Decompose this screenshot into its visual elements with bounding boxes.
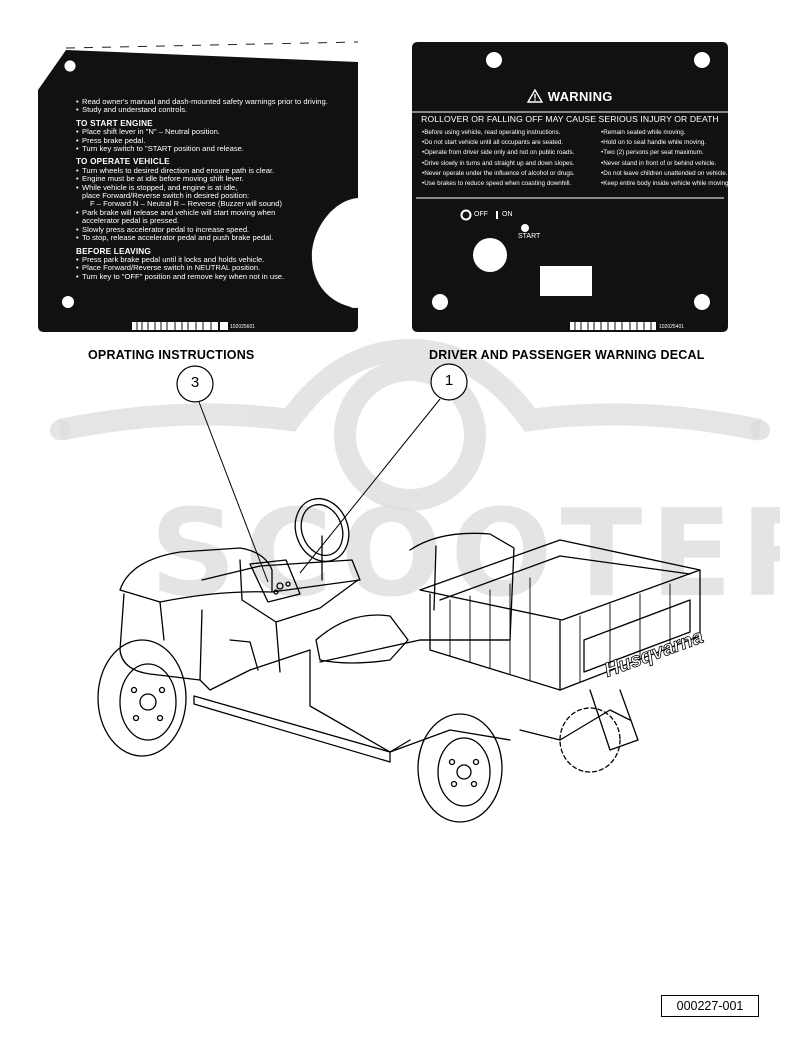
switch-label-on: ON — [502, 211, 513, 218]
warning-list-left: Before using vehicle, read operating ins… — [422, 128, 575, 189]
warning-item: Keep entire body inside vehicle while mo… — [601, 179, 730, 189]
svg-text:SCOOTER: SCOOTER — [150, 485, 780, 624]
warning-item: Operate from driver side only and not on… — [422, 148, 575, 158]
intro-line: Read owner's manual and dash-mounted saf… — [76, 97, 366, 106]
warning-item: Drive slowly in turns and straight up an… — [422, 159, 575, 169]
warning-item: Do not start vehicle until all occupants… — [422, 138, 575, 148]
warning-item: Remain seated while moving. — [601, 128, 730, 138]
warning-decal-caption: DRIVER AND PASSENGER WARNING DECAL — [429, 348, 705, 362]
operating-instructions-text: Read owner's manual and dash-mounted saf… — [76, 97, 366, 281]
warning-title: WARNING — [547, 89, 613, 104]
off-indicator-icon — [460, 209, 472, 221]
instruction-line: Park brake will release and vehicle will… — [76, 208, 366, 217]
start-indicator-icon — [521, 224, 529, 232]
warning-item: Never operate under the influence of alc… — [422, 169, 575, 179]
switch-label-off: OFF — [474, 211, 488, 218]
instruction-line-continued: accelerator pedal is pressed. — [82, 216, 180, 226]
intro-line: Study and understand controls. — [76, 105, 366, 114]
operating-instructions-caption: OPRATING INSTRUCTIONS — [88, 348, 255, 362]
callout-3: 3 — [190, 374, 200, 391]
section-heading: BEFORE LEAVING — [76, 246, 151, 256]
ignition-switch-hole — [473, 238, 507, 272]
instruction-line: Engine must be at idle before moving shi… — [76, 174, 366, 183]
shift-positions: F – Forward N – Neutral R – Reverse (Buz… — [90, 199, 283, 209]
utility-vehicle-illustration: Husqvarna — [97, 497, 707, 823]
instruction-line: Press brake pedal. — [76, 136, 366, 145]
instruction-line: While vehicle is stopped, and engine is … — [76, 183, 366, 192]
section-heading: TO OPERATE VEHICLE — [76, 157, 170, 167]
warning-header: WARNING — [412, 88, 728, 106]
instruction-line: Turn wheels to desired direction and ens… — [76, 166, 366, 175]
instruction-line: Place shift lever in "N" – Neutral posit… — [76, 127, 366, 136]
callout-leaders — [176, 363, 468, 583]
instruction-line: Slowly press accelerator pedal to increa… — [76, 225, 366, 234]
operating-decal-part-number: 102025601 — [230, 324, 256, 330]
warning-item: Hold on to seat handle while moving. — [601, 138, 730, 148]
warning-item: Two (2) persons per seat maximum. — [601, 148, 730, 158]
warning-decal-part-number: 102025401 — [659, 324, 685, 330]
display-window — [540, 266, 592, 296]
instruction-line: Turn key to "OFF" position and remove ke… — [76, 272, 366, 281]
warning-subtitle: ROLLOVER OR FALLING OFF MAY CAUSE SERIOU… — [421, 114, 719, 124]
callout-1: 1 — [444, 372, 454, 389]
instruction-line: Turn key switch to "START position and r… — [76, 144, 366, 153]
switch-label-start: START — [518, 233, 541, 240]
instruction-line: Place Forward/Reverse switch in NEUTRAL … — [76, 263, 366, 272]
section-heading: TO START ENGINE — [76, 118, 153, 128]
instruction-line-continued: place Forward/Reverse switch in desired … — [82, 191, 250, 201]
warning-item: Before using vehicle, read operating ins… — [422, 128, 575, 138]
on-indicator-icon — [496, 211, 498, 219]
brand-text: Husqvarna — [602, 626, 707, 682]
instruction-line: Press park brake pedal until it locks an… — [76, 255, 366, 264]
figure-id: 000227-001 — [661, 995, 759, 1017]
warning-triangle-icon — [527, 88, 544, 103]
warning-item: Do not leave children unattended on vehi… — [601, 169, 730, 179]
warning-item: Use brakes to reduce speed when coasting… — [422, 179, 575, 189]
barcode — [570, 322, 656, 330]
watermark-logo: SCOOTER — [50, 338, 780, 624]
warning-list-right: Remain seated while moving. Hold on to s… — [601, 128, 730, 189]
warning-item: Never stand in front of or behind vehicl… — [601, 159, 730, 169]
instruction-line: To stop, release accelerator pedal and p… — [76, 233, 366, 242]
